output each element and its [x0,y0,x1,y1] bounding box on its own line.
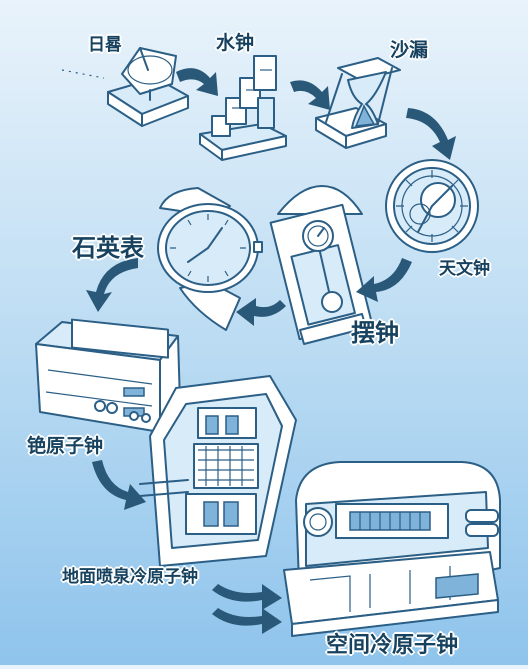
label-quartz-watch: 石英表 [72,233,144,262]
cesium-clock-illustration [35,318,181,433]
arrow-cesium-clock-to-fountain-clock [92,460,146,510]
pendulum-clock-illustration [269,185,373,345]
label-fountain-clock: 地面喷泉冷原子钟 [62,567,198,587]
arrow-astronomical-clock-to-pendulum-clock [356,258,412,302]
label-space-clock: 空间冷原子钟 [326,632,459,658]
label-hourglass: 沙漏 [390,39,429,61]
arrow-sundial-to-water-clock [176,68,218,96]
hourglass-illustration [315,57,401,149]
arrow-fountain-clock-to-space-clock-upper [212,584,282,610]
sundial-illustration [61,47,189,127]
arrow-quartz-watch-to-cesium-clock [86,258,138,312]
fountain-clock-illustration [139,375,297,567]
astronomical-clock-illustration [385,159,479,253]
arrow-water-clock-to-hourglass [290,80,330,110]
label-pendulum-clock: 摆钟 [351,318,399,347]
space-clock-illustration [283,461,501,637]
arrow-fountain-clock-to-space-clock-lower [212,608,282,634]
water-clock-illustration [199,55,287,161]
arrow-hourglass-to-astronomical-clock [406,108,456,160]
label-astronomical-clock: 天文钟 [439,259,490,279]
label-sundial: 日晷 [88,35,122,55]
label-water-clock: 水钟 [216,32,255,54]
flow-arrows [86,68,456,634]
arrow-pendulum-clock-to-quartz-watch [236,298,286,326]
label-cesium-clock: 铯原子钟 [27,435,104,457]
quartz-watch-illustration [157,187,263,331]
